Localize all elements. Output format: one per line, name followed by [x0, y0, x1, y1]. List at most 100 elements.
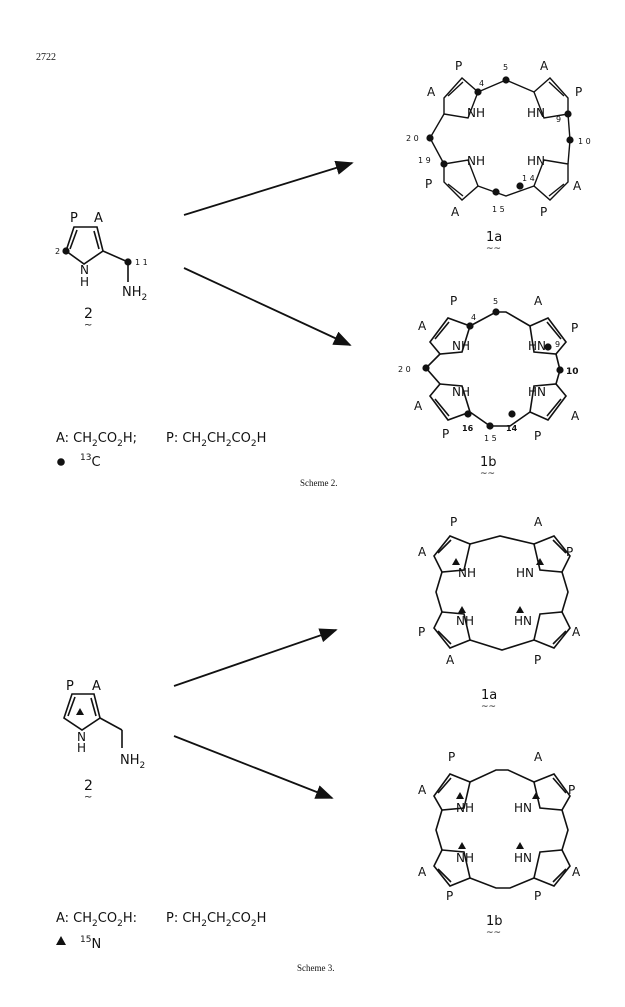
scheme3-1a-sub-a-bl: A	[446, 653, 455, 667]
scheme2-legend-a: A: CH2CO2H;	[56, 431, 137, 449]
scheme2-1b-pos-5: 5	[493, 297, 498, 306]
scheme2-1a-pos-9: 9	[556, 115, 561, 124]
scheme3-1b-sub-a-tr: A	[534, 750, 543, 764]
scheme2-1a-label-underline: ~~	[486, 244, 501, 254]
scheme2-1b-sub-a-br: A	[571, 409, 580, 423]
scheme2-start-label-underline: ~	[84, 320, 92, 331]
scheme3-1a-sub-a-tr: A	[534, 515, 543, 529]
scheme3-1a-hn-tr: HN	[516, 566, 534, 580]
scheme3-1b-nh-bl: NH	[456, 851, 474, 865]
scheme3-legend-p: P: CH2CH2CO2H	[166, 911, 266, 929]
scheme3-1b-sub-p-bl: P	[446, 889, 453, 903]
scheme3-1b-hn-tr: HN	[514, 801, 532, 815]
scheme2-1b-hn-br: HN	[528, 385, 546, 399]
scheme3-start-nitrogen: N	[77, 730, 86, 744]
scheme3-start-amine: NH2	[120, 753, 145, 771]
scheme3-1b-sub-a-br: A	[572, 865, 581, 879]
scheme2-1b-pos-20: 2 0	[398, 365, 411, 374]
scheme2-1a-label-atoms	[426, 76, 574, 196]
scheme3-1b-sub-p-br: P	[534, 889, 541, 903]
scheme2-1b-hn-tr: HN	[528, 339, 546, 353]
scheme3-1b-compound-label: 1b	[486, 914, 503, 929]
scheme2-1b-sub-a-bl: A	[414, 399, 423, 413]
scheme3-1b-sub-p-tl: P	[448, 750, 455, 764]
scheme3-1b-sub-a-bl: A	[418, 865, 427, 879]
scheme3-legend: A: CH2CO2H: P: CH2CH2CO2H 15N	[56, 911, 266, 952]
scheme2-start-nitrogen: N	[80, 263, 89, 277]
scheme2-1a-hn-br: HN	[527, 154, 545, 168]
scheme2-1b-nh-bl: NH	[452, 385, 470, 399]
scheme3-caption: Scheme 3.	[297, 963, 335, 973]
scheme2-start-compound-label: 2	[84, 306, 93, 322]
scheme2-1a-sub-a-tr: A	[540, 59, 549, 73]
scheme3-1a-sub-p-tl: P	[450, 515, 457, 529]
scheme2-1b-sub-a-tr: A	[534, 294, 543, 308]
scheme2-1b-pos-16: 16	[462, 424, 474, 433]
scheme3-start-pyrrole	[63, 693, 123, 748]
scheme3-1a-sub-p-tr: P	[566, 545, 573, 559]
scheme2-start-label-c2	[62, 247, 70, 255]
scheme2-1b-sub-p-tl: P	[450, 294, 457, 308]
scheme2-1a-pos-20: 2 0	[406, 134, 419, 143]
scheme3-1a-hn-br: HN	[514, 614, 532, 628]
scheme3-1a-sub-p-br: P	[534, 653, 541, 667]
scheme2-1b-pos-10: 10	[566, 367, 579, 377]
scheme3-1a-sub-a-br: A	[572, 625, 581, 639]
scheme2-arrow-to-1b	[183, 267, 352, 346]
scheme3-start-15n-marker	[76, 708, 84, 715]
scheme2-1b-pos-14: 14	[506, 424, 518, 433]
scheme3-1b-sub-p-tr: P	[568, 783, 575, 797]
scheme3-1a-nh-bl: NH	[456, 614, 474, 628]
scheme3-1a-15n-markers	[452, 558, 544, 613]
scheme2-1a-pos-15: 1 5	[492, 205, 505, 214]
scheme2-1a-pos-4: 4	[479, 79, 484, 88]
scheme2-1a-hn-tr: HN	[527, 106, 545, 120]
scheme3-start-substituent-a: A	[92, 679, 101, 694]
scheme2-1a-pos-10: 1 0	[578, 137, 591, 146]
scheme2-1b-label-atoms	[422, 308, 564, 430]
page-number: 2722	[36, 52, 56, 63]
scheme2-start-position-11: 1 1	[135, 258, 148, 267]
scheme2-1a-sub-p-br: P	[540, 205, 547, 219]
scheme2-1a-sub-p-bl: P	[425, 177, 432, 191]
scheme2-1a-pos-19: 1 9	[418, 156, 431, 165]
scheme2-1b-compound-label: 1b	[480, 455, 497, 470]
scheme2-1b-pos-4: 4	[471, 313, 476, 322]
scheme2-1a-sub-a-tl: A	[427, 85, 436, 99]
scheme2-legend-13c-marker	[57, 458, 65, 466]
scheme3-1b-label-underline: ~~	[486, 928, 501, 938]
scheme3-1a-sub-p-bl: P	[418, 625, 425, 639]
scheme2-legend-p: P: CH2CH2CO2H	[166, 431, 266, 449]
scheme2-1a-compound-label: 1a	[486, 230, 502, 245]
scheme2-1b-pos-9: 9	[555, 340, 560, 349]
scheme2-arrow-to-1a	[183, 160, 354, 216]
scheme3-1a-sub-a-tl: A	[418, 545, 427, 559]
scheme3-start-label-underline: ~	[84, 792, 92, 803]
scheme2-start-hydrogen: H	[80, 275, 89, 289]
scheme3-start-compound-label: 2	[84, 778, 93, 794]
scheme3-start-substituent-p: P	[66, 679, 74, 694]
scheme2-1a-nh-tl: NH	[467, 106, 485, 120]
scheme2-1b-label-underline: ~~	[480, 469, 495, 479]
scheme2-1b-nh-tl: NH	[452, 339, 470, 353]
scheme2-legend: A: CH2CO2H; P: CH2CH2CO2H 13C	[56, 431, 266, 470]
scheme2-1b-pos-15: 1 5	[484, 434, 497, 443]
scheme2-1a-pos-14: 1 4	[522, 174, 535, 183]
scheme2-start-position-2: 2	[55, 247, 60, 256]
scheme3-legend-a: A: CH2CO2H:	[56, 911, 137, 929]
scheme2-1a-sub-a-br: A	[573, 179, 582, 193]
scheme3-arrow-to-1b	[173, 735, 334, 799]
scheme2-1a-nh-bl: NH	[467, 154, 485, 168]
scheme2-1a-pos-5: 5	[503, 63, 508, 72]
scheme2-product-1a	[429, 77, 571, 201]
scheme2-start-amine: NH2	[122, 285, 147, 303]
scheme2-start-pyrrole	[65, 226, 129, 282]
scheme2-start-substituent-p: P	[70, 211, 78, 226]
scheme2-1b-sub-p-tr: P	[571, 321, 578, 335]
scheme3-product-1a	[433, 535, 571, 651]
scheme3-1b-hn-br: HN	[514, 851, 532, 865]
scheme3-1a-compound-label: 1a	[481, 688, 497, 703]
scheme3-1b-nh-tl: NH	[456, 801, 474, 815]
scheme2-1b-sub-p-bl: P	[442, 427, 449, 441]
